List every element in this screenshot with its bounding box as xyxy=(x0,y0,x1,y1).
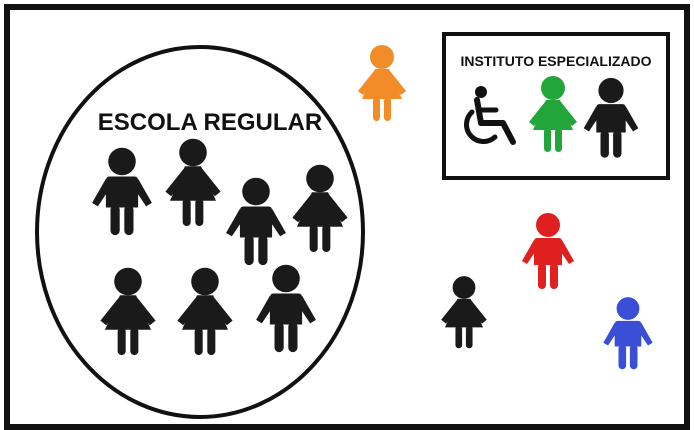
escola-figure-girl-5 xyxy=(100,267,156,356)
instituto-figure-girl-1 xyxy=(529,76,577,152)
outside-figure-girl-3 xyxy=(441,276,487,349)
instituto-box xyxy=(442,32,670,180)
instituto-title: INSTITUTO ESPECIALIZADO xyxy=(460,53,651,69)
outer-frame xyxy=(4,4,690,430)
escola-figures xyxy=(92,138,348,356)
escola-figure-boy-3 xyxy=(226,177,286,266)
escola-regular-title: ESCOLA REGULAR xyxy=(98,109,322,136)
outside-figure-boy-4 xyxy=(603,297,653,370)
escola-figure-girl-4 xyxy=(292,164,348,253)
instituto-figures xyxy=(529,76,639,158)
wheelchair-icon xyxy=(464,86,516,145)
escola-figure-boy-7 xyxy=(256,264,316,353)
escola-figure-girl-6 xyxy=(177,267,233,356)
outside-figure-girl-1 xyxy=(358,45,406,121)
escola-regular-circle xyxy=(35,45,365,419)
escola-figure-girl-2 xyxy=(165,138,221,227)
escola-figure-boy-1 xyxy=(92,147,152,236)
outside-figure-boy-2 xyxy=(522,213,574,289)
instituto-figure-boy-2 xyxy=(583,77,639,158)
